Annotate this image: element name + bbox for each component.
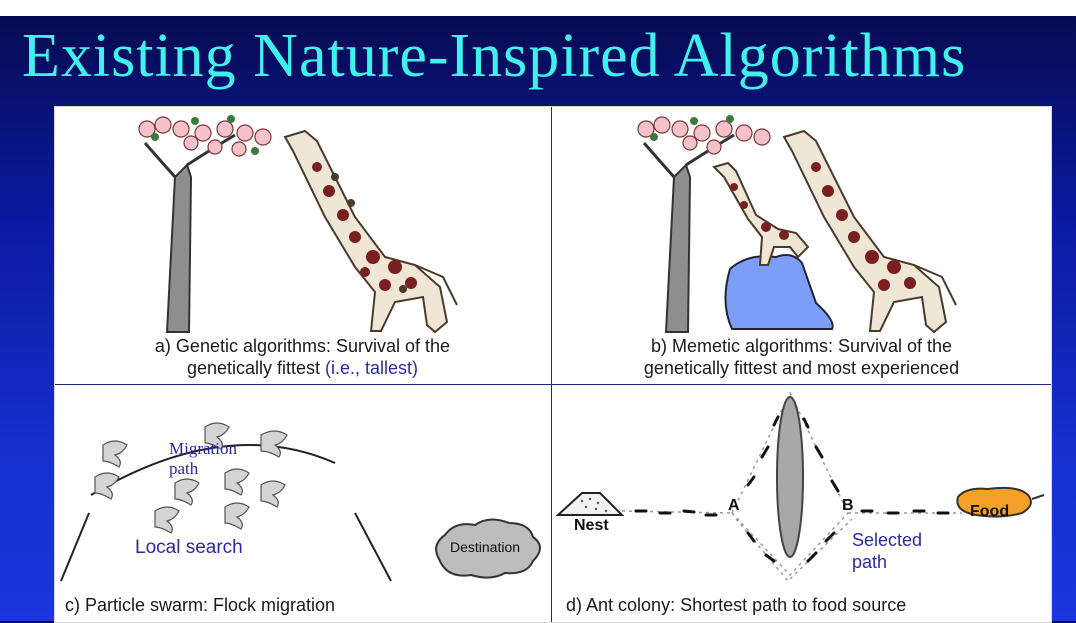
label-migration-line-2: path: [169, 459, 237, 479]
panel-ant-colony: Nest A B Food Selected path d) Ant colon…: [552, 385, 1051, 622]
label-selected-line-2: path: [852, 551, 922, 573]
label-b: B: [842, 497, 854, 515]
label-local-search: Local search: [135, 537, 243, 559]
obstacle: [777, 397, 803, 557]
caption: d) Ant colony: Shortest path to food sou…: [566, 595, 906, 616]
rock-shape: [725, 255, 832, 329]
label-a: A: [728, 497, 740, 515]
nest-mound: [558, 493, 622, 515]
caption-line-2: genetically fittest (i.e., tallest): [55, 357, 550, 379]
label-migration-line-1: Migration: [169, 439, 237, 459]
giraffe-small: [714, 163, 808, 265]
giraffe-tall: [285, 131, 457, 332]
label-food: Food: [970, 503, 1009, 521]
slide-title: Existing Nature-Inspired Algorithms: [22, 14, 1072, 98]
caption-highlight: (i.e., tallest): [325, 358, 418, 378]
caption-line-2: genetically fittest and most experienced: [552, 357, 1051, 379]
caption-text: genetically fittest: [187, 358, 320, 378]
panel-genetic-algorithms: a) Genetic algorithms: Survival of the g…: [55, 107, 550, 383]
flock-migration-illustration: [55, 385, 550, 622]
caption-line-1: a) Genetic algorithms: Survival of the: [55, 335, 550, 357]
caption: c) Particle swarm: Flock migration: [65, 595, 335, 616]
label-selected-line-1: Selected: [852, 529, 922, 551]
label-nest: Nest: [574, 517, 609, 535]
panel-particle-swarm: Migration path Local search Destination …: [55, 385, 550, 622]
figure-grid: a) Genetic algorithms: Survival of the g…: [54, 106, 1052, 623]
caption-line-1: b) Memetic algorithms: Survival of the: [552, 335, 1051, 357]
label-destination: Destination: [436, 539, 534, 555]
search-boundary-left: [61, 513, 89, 581]
panel-memetic-algorithms: b) Memetic algorithms: Survival of the g…: [552, 107, 1051, 383]
search-boundary-right: [355, 513, 391, 581]
